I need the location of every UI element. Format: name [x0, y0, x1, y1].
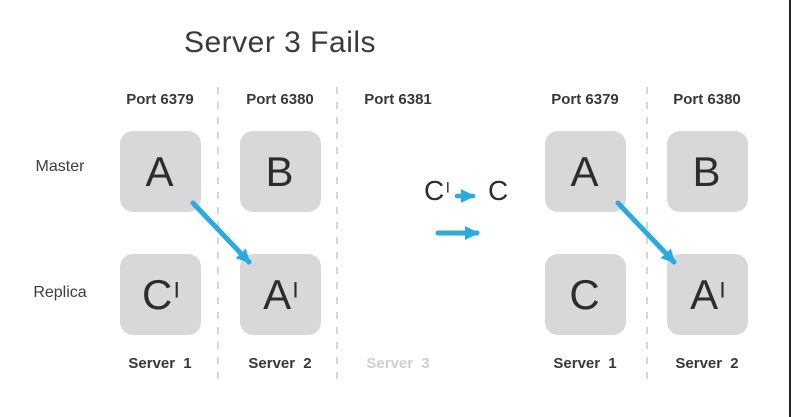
server-label-left-1: Server 1 — [128, 355, 192, 372]
node-letter: B — [692, 147, 721, 195]
node-letter: A — [570, 147, 599, 195]
window-edge — [789, 0, 791, 417]
row-label-replica: Replica — [33, 284, 87, 301]
server-label-right-1: Server 1 — [553, 355, 617, 372]
prime-mark: | — [174, 278, 180, 298]
node-left-replica-c-prime: C| — [120, 254, 201, 335]
port-label-right-6379: Port 6379 — [551, 91, 619, 108]
node-letter: A| — [690, 270, 725, 318]
prime-mark: | — [293, 278, 298, 298]
node-letter: C — [569, 270, 600, 318]
port-label-left-6381: Port 6381 — [364, 91, 432, 108]
node-letter: A| — [263, 270, 298, 318]
failover-arrow-right — [615, 200, 677, 265]
node-left-master-b: B — [240, 131, 321, 212]
node-left-replica-a-prime: A| — [240, 254, 321, 335]
failover-arrow-left — [190, 200, 252, 265]
prime-mark: | — [720, 278, 725, 298]
prime-mark: | — [446, 180, 450, 193]
diagram-title: Server 3 Fails — [183, 26, 377, 59]
port-label-left-6380: Port 6380 — [246, 91, 314, 108]
server-label-right-2: Server 2 — [675, 355, 739, 372]
node-left-master-a: A — [120, 131, 201, 212]
transition-from-label: C| — [424, 175, 450, 206]
node-right-replica-c: C — [545, 254, 626, 335]
server-label-left-2: Server 2 — [248, 355, 312, 372]
transition-to-label: C — [488, 175, 509, 206]
node-letter: B — [265, 147, 294, 195]
node-letter: A — [145, 147, 174, 195]
port-label-right-6380: Port 6380 — [673, 91, 741, 108]
node-letter: C| — [141, 270, 180, 318]
node-right-master-b: B — [667, 131, 748, 212]
row-label-master: Master — [35, 158, 85, 175]
port-label-left-6379: Port 6379 — [126, 91, 194, 108]
node-right-replica-a-prime: A| — [667, 254, 748, 335]
server-label-left-3-failed: Server 3 — [366, 355, 430, 372]
node-right-master-a: A — [545, 131, 626, 212]
